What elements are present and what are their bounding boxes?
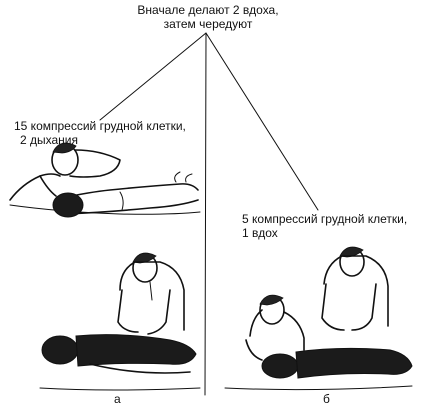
victim-body-bottom [65,199,199,215]
rescuer-torso-a [69,149,121,178]
victim-head-b [261,353,299,379]
panel-a-label: а [114,392,121,406]
panel-b-label: б [323,392,330,406]
pointer-line-a [99,32,207,121]
header-line-2: затем чередуют [163,17,253,31]
ground-line-a2 [39,387,201,391]
compressor-shoulders-b [323,255,389,327]
breather-shoulders-b [249,309,305,351]
ground-line [9,204,201,215]
rescuer-arm-a [9,173,61,201]
pointer-lines [99,32,319,396]
rescuer-shoulders-a2 [119,261,185,331]
rescuer-forearm-a [39,175,57,197]
header-line-1: Вначале делают 2 вдоха, [137,3,279,17]
compressor-arm-right-b [351,283,377,331]
victim-body-b [295,347,413,379]
breather-arm-b [245,339,263,361]
breather-hair-b [259,294,284,306]
victim-body-top [61,183,199,199]
panel-a-compression [39,252,201,391]
panel-b-two-rescuers [224,246,413,391]
rescuer-arm-right-a2 [147,289,171,335]
victim-legs-a2 [89,363,191,374]
pointer-line-b [205,32,319,211]
rescuer-hair-a [52,142,77,154]
rescuer-arm-left-a2 [117,289,139,333]
victim-body-a2 [75,334,197,367]
victim-feet [174,171,193,183]
divider-line [204,32,207,396]
ground-line-b [224,385,413,391]
victim-belt [119,191,124,211]
panel-a-caption-line-1: 15 компрессий грудной клетки, [14,119,186,133]
panel-a-caption-line-2: 2 дыхания [20,133,79,147]
panel-b-caption-line-2: 1 вдох [242,226,278,240]
panel-b-caption-line-1: 5 компрессий грудной клетки, [242,212,408,226]
rescuer-collar-a2 [149,281,153,301]
victim-head-a [52,192,84,218]
compressor-arm-left-b [321,283,345,331]
victim-head-a2 [41,335,79,365]
panel-a-single-rescuer-breathing [9,142,201,218]
